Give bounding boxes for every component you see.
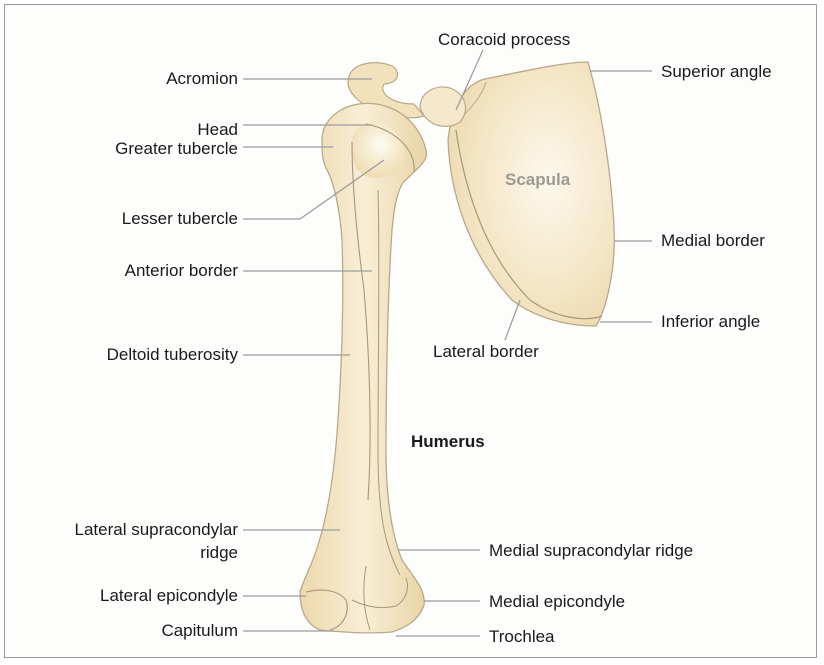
humerus-bone [300,103,427,632]
label-lateral-supracondylar-line2: ridge [200,543,238,562]
label-deltoid-tuberosity: Deltoid tuberosity [107,345,238,364]
label-greater-tubercle: Greater tubercle [115,139,238,158]
label-scapula: Scapula [505,170,570,189]
label-acromion: Acromion [166,69,238,88]
leader-lateral-border [505,300,520,340]
label-lateral-supracondylar-line1: Lateral supracondylar [75,520,238,539]
label-medial-border: Medial border [661,231,765,250]
label-lateral-border: Lateral border [433,342,539,361]
label-medial-epicondyle: Medial epicondyle [489,592,625,611]
label-lateral-epicondyle: Lateral epicondyle [100,586,238,605]
label-head: Head [197,120,238,139]
label-trochlea: Trochlea [489,627,555,646]
label-humerus: Humerus [411,432,485,451]
label-medial-supracondylar-ridge: Medial supracondylar ridge [489,541,693,560]
label-superior-angle: Superior angle [661,62,772,81]
label-inferior-angle: Inferior angle [661,312,760,331]
label-coracoid-process: Coracoid process [438,30,570,49]
label-lesser-tubercle: Lesser tubercle [122,209,238,228]
label-capitulum: Capitulum [161,621,238,640]
coracoid-bone [420,87,465,126]
label-anterior-border: Anterior border [125,261,238,280]
scapula-bone [448,62,614,326]
